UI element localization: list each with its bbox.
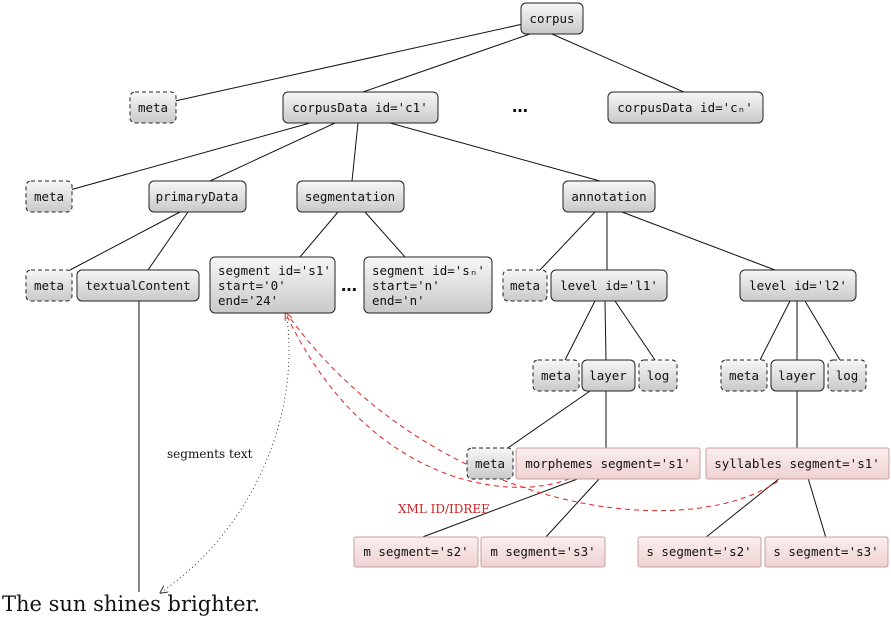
svg-text:s segment='s2': s segment='s2' (646, 544, 751, 559)
svg-text:meta: meta (138, 100, 168, 115)
xml-idref-label: XML ID/IDREF (398, 502, 490, 516)
svg-text:start='n': start='n' (372, 278, 440, 293)
edge-corpus-cn (551, 33, 687, 94)
edge-segm-s1 (299, 211, 339, 258)
node-meta-level2: meta (25, 180, 73, 213)
svg-text:segmentation: segmentation (305, 189, 395, 204)
node-m-s3: m segment='s3' (480, 536, 606, 568)
node-morphemes: morphemes segment='s1' (515, 447, 701, 480)
svg-text:corpus: corpus (529, 11, 574, 26)
svg-text:end='24': end='24' (218, 293, 278, 308)
node-meta-l1: meta (532, 359, 580, 392)
edge-primary-textual (147, 211, 189, 271)
svg-text:s segment='s3': s segment='s3' (773, 544, 878, 559)
svg-text:syllables segment='s1': syllables segment='s1' (714, 456, 880, 471)
idref-arc-morphemes (287, 316, 579, 488)
edge-morph-ms2 (419, 477, 581, 539)
edge-l1-layer (604, 300, 607, 361)
svg-text:meta: meta (541, 368, 571, 383)
svg-text:meta: meta (510, 278, 540, 293)
node-log-l2: log (827, 359, 867, 392)
edge-ann-l2 (621, 211, 776, 271)
svg-text:textualContent: textualContent (85, 278, 190, 293)
node-meta-morphemes: meta (466, 447, 514, 480)
primary-text-sentence: The sun shines brighter. (2, 592, 260, 616)
node-meta-top: meta (129, 91, 177, 124)
edge-corpus-meta (174, 23, 524, 102)
node-meta-l2: meta (720, 359, 768, 392)
node-syllables: syllables segment='s1' (705, 447, 890, 480)
svg-text:meta: meta (729, 368, 759, 383)
edge-primary-meta (69, 211, 181, 271)
svg-text:annotation: annotation (571, 189, 646, 204)
node-meta-level3: meta (25, 269, 73, 302)
node-segmentation: segmentation (296, 180, 405, 213)
idref-links (163, 316, 786, 591)
svg-text:meta: meta (34, 278, 64, 293)
node-corpusdata-cn: corpusData id='cₙ' (607, 91, 764, 124)
node-s-s2: s segment='s2' (637, 536, 762, 568)
node-corpusdata-c1: corpusData id='c1' (282, 91, 439, 124)
svg-text:log: log (836, 368, 859, 383)
ellipsis-top: … (512, 97, 528, 116)
svg-text:layer: layer (778, 368, 816, 383)
edge-l1-log (614, 300, 656, 361)
node-primarydata: primaryData (148, 180, 247, 213)
svg-text:level id='l1': level id='l1' (560, 278, 658, 293)
edge-l1-meta (564, 300, 596, 361)
edge-ann-meta (539, 211, 596, 271)
edge-l2-meta (759, 300, 791, 361)
edge-c1-segmentation (351, 122, 359, 182)
svg-text:level id='l2': level id='l2' (749, 278, 847, 293)
node-segment-sn: segment id='sₙ' start='n' end='n' (363, 256, 493, 314)
svg-text:layer: layer (589, 368, 627, 383)
node-textualcontent: textualContent (76, 269, 200, 302)
segments-text-arc (163, 317, 290, 591)
node-corpus: corpus (520, 2, 584, 35)
svg-text:m segment='s3': m segment='s3' (490, 544, 595, 559)
svg-text:start='0': start='0' (218, 278, 286, 293)
node-layer-l1: layer (581, 359, 636, 392)
node-meta-annotation: meta (502, 269, 548, 302)
node-level-l1: level id='l1' (550, 269, 668, 302)
svg-text:corpusData id='c1': corpusData id='c1' (292, 100, 427, 115)
svg-text:segment id='sₙ': segment id='sₙ' (372, 263, 485, 278)
svg-text:corpusData id='cₙ': corpusData id='cₙ' (617, 100, 752, 115)
svg-text:m segment='s2': m segment='s2' (363, 544, 468, 559)
edge-segm-sn (364, 211, 406, 258)
edge-syll-ss3 (807, 477, 827, 539)
edge-layer-meta (504, 390, 591, 451)
svg-text:end='n': end='n' (372, 293, 425, 308)
node-annotation: annotation (562, 180, 656, 213)
tree-edges (69, 23, 841, 592)
node-m-s2: m segment='s2' (353, 536, 479, 568)
edge-c1-annotation (389, 122, 601, 182)
node-level-l2: level id='l2' (739, 269, 857, 302)
svg-text:morphemes segment='s1': morphemes segment='s1' (525, 456, 691, 471)
svg-text:log: log (647, 368, 670, 383)
edge-c1-primarydata (209, 122, 336, 182)
edge-c1-meta (69, 122, 311, 191)
node-segment-s1: segment id='s1' start='0' end='24' (209, 256, 336, 314)
segments-text-label: segments text (167, 447, 253, 461)
edge-corpus-c1 (359, 33, 531, 94)
idref-arc-syllables (289, 317, 786, 512)
node-s-s3: s segment='s3' (764, 536, 889, 568)
ellipsis-segments: … (341, 276, 357, 295)
svg-text:segment id='s1': segment id='s1' (218, 263, 331, 278)
svg-text:primaryData: primaryData (156, 189, 239, 204)
node-log-l1: log (638, 359, 678, 392)
svg-text:meta: meta (34, 189, 64, 204)
edge-morph-ms3 (544, 477, 601, 539)
node-layer-l2: layer (770, 359, 825, 392)
edge-l2-log (804, 300, 841, 361)
svg-text:meta: meta (475, 456, 505, 471)
